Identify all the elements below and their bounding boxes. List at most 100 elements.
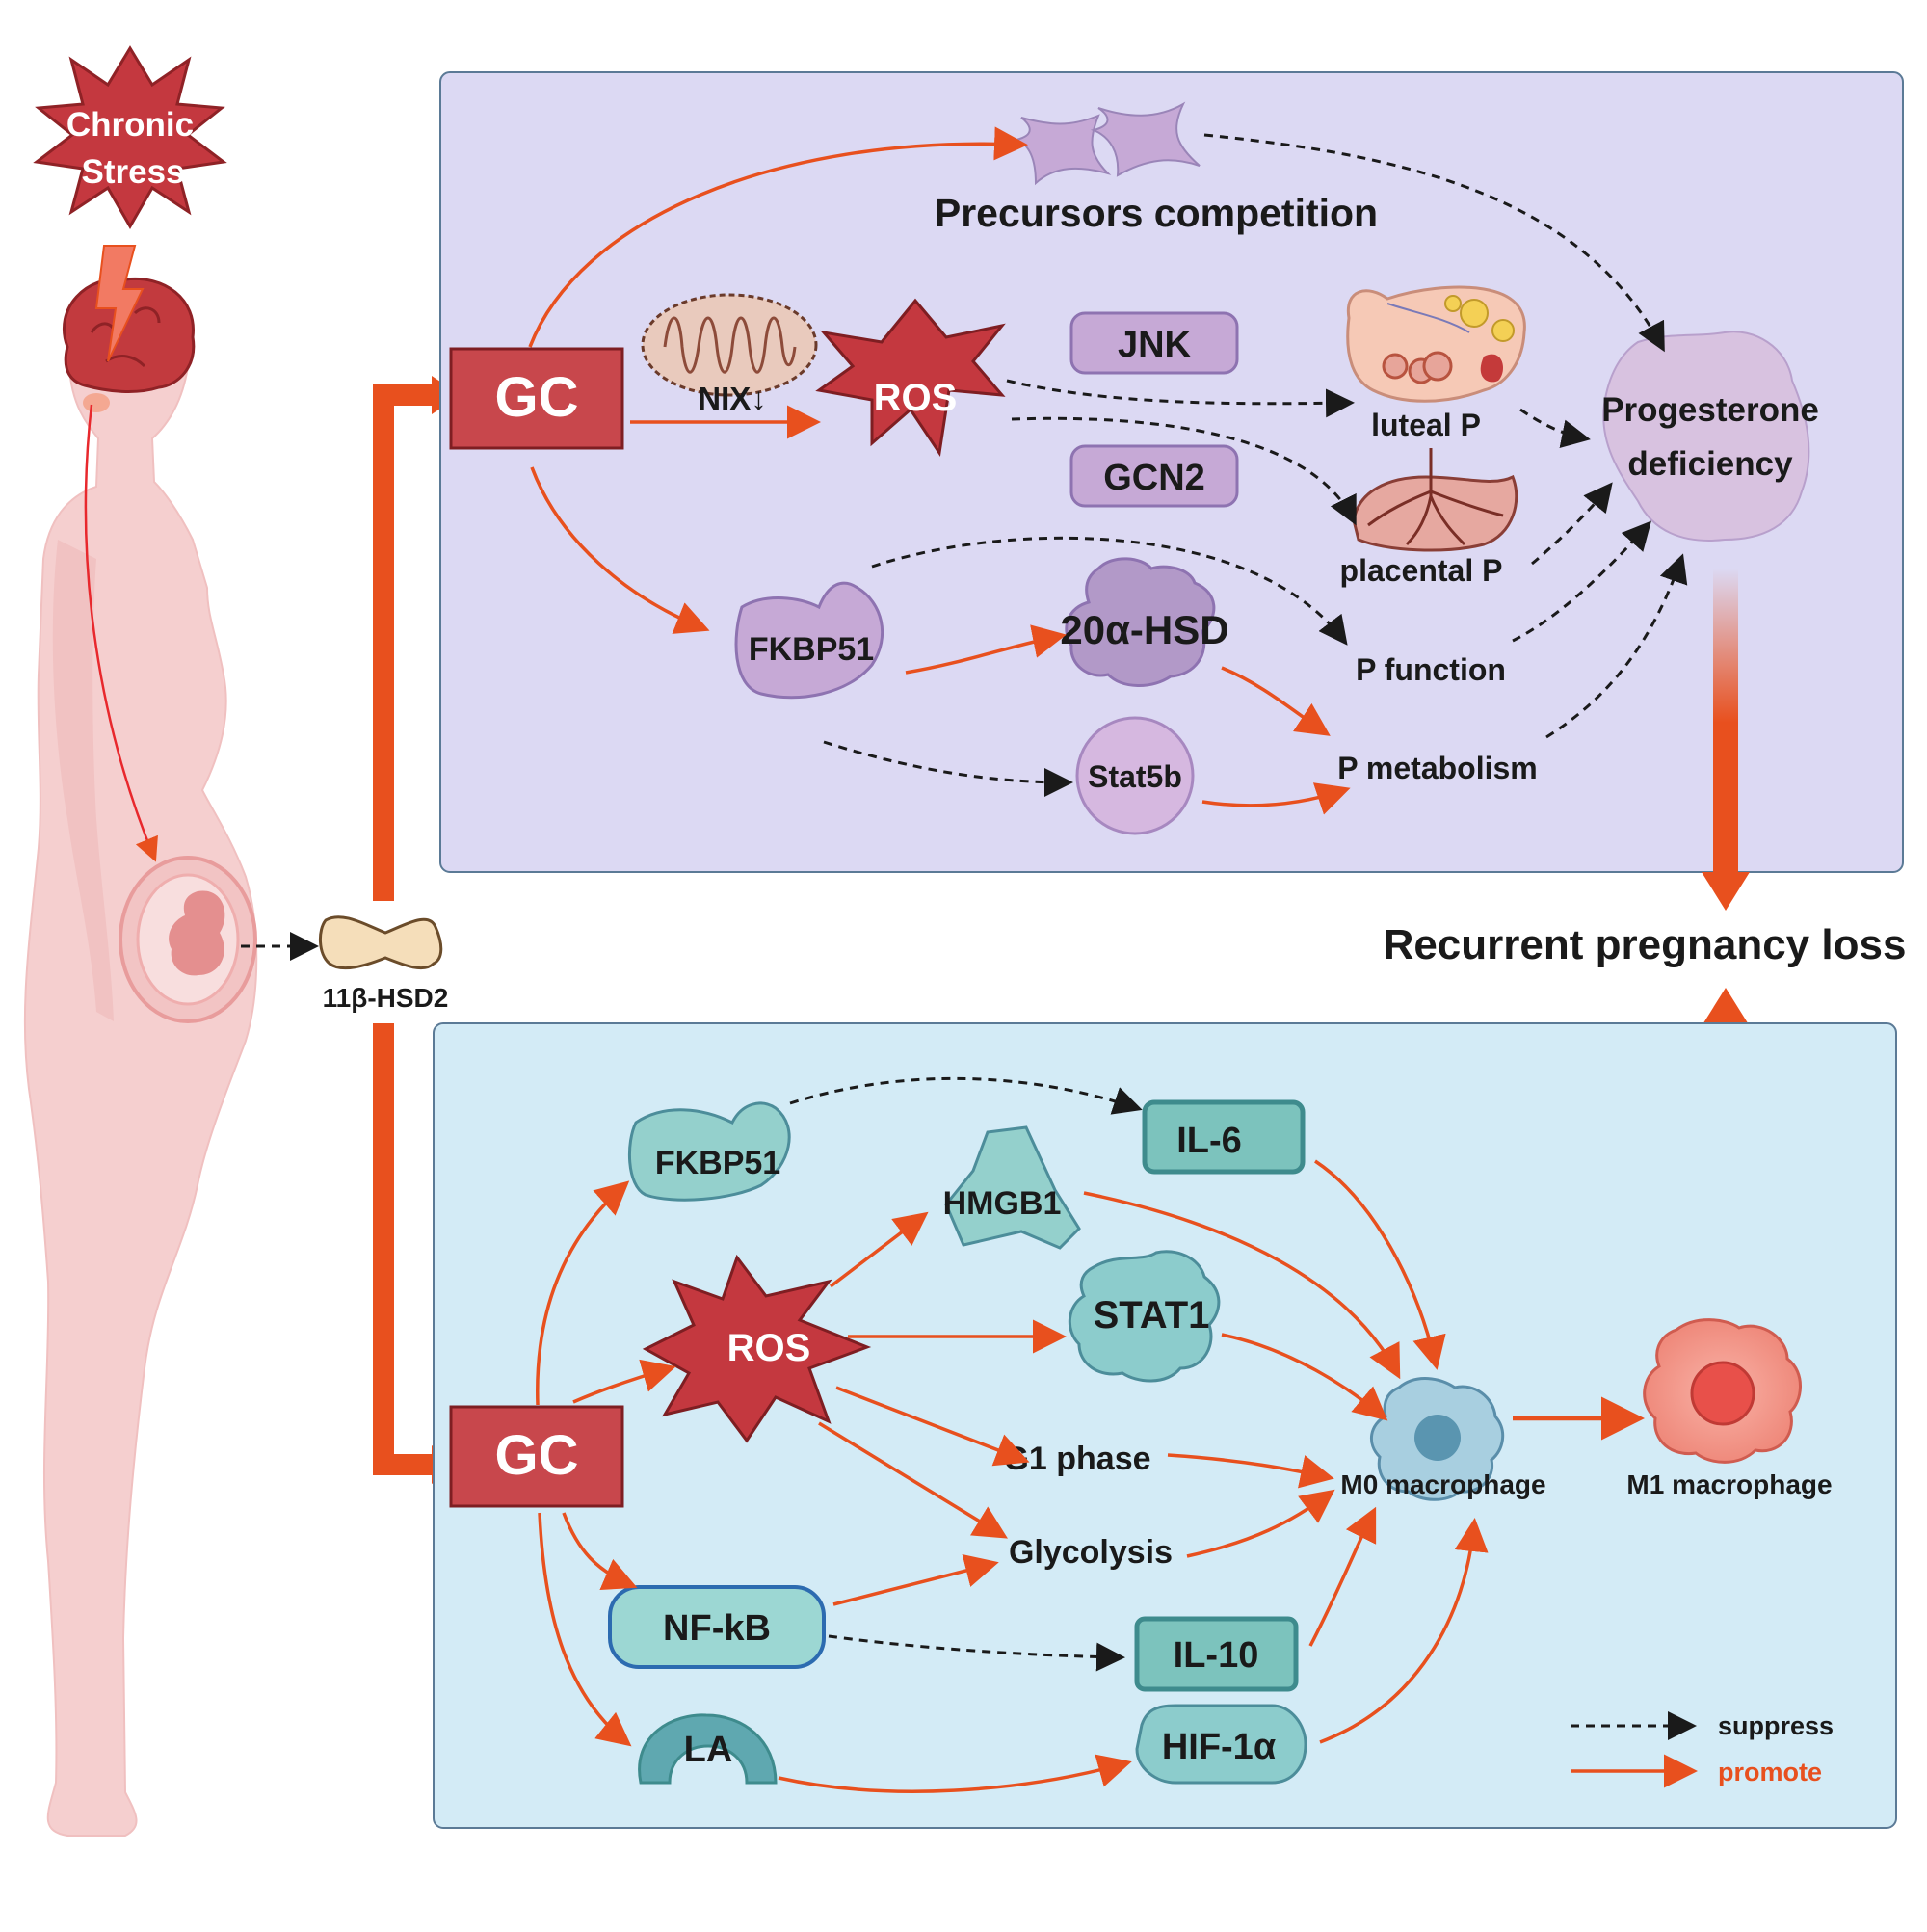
il10-box xyxy=(1134,1616,1299,1692)
placenta-body xyxy=(1352,474,1518,552)
arrow-hmgb1-m0 xyxy=(1083,1191,1401,1380)
recurrent-pregnancy-loss-label: Recurrent pregnancy loss xyxy=(1384,921,1907,968)
hsd2-label: 11β-HSD2 xyxy=(323,983,449,1013)
arrow-g1-m0 xyxy=(1167,1453,1334,1489)
arrow-hif1a-m0 xyxy=(1319,1518,1489,1744)
hsd20-label: 20α-HSD xyxy=(1060,607,1228,652)
arrow-stat5b-pmetabolism xyxy=(1201,782,1351,815)
arrow-ros-hmgb1 xyxy=(829,1211,929,1288)
gc-box-top xyxy=(449,347,624,450)
g1-phase-label: G1 phase xyxy=(1003,1441,1150,1477)
arrow-gc-fkbp51-bottom xyxy=(536,1180,630,1406)
ros-starburst-top xyxy=(815,298,1006,458)
arrow-il6-m0 xyxy=(1314,1159,1446,1370)
la-label: LA xyxy=(684,1730,733,1770)
nix-label: NIX↓ xyxy=(698,381,767,416)
gc-label-top: GC xyxy=(495,366,579,429)
stat1-label: STAT1 xyxy=(1094,1294,1210,1337)
glycolysis-label: Glycolysis xyxy=(1009,1534,1173,1571)
arrow-gc-nfkb xyxy=(562,1512,638,1591)
arrow-la-hif1a xyxy=(778,1754,1132,1793)
top-panel: GC Precursors competition NIX↓ ROS JNK G… xyxy=(439,71,1904,873)
hif1a-shape xyxy=(1135,1704,1307,1785)
chronic-stress-starburst xyxy=(33,45,227,230)
arrow-ros-g1 xyxy=(835,1386,1030,1467)
p-function-label: P function xyxy=(1356,652,1506,687)
ovary-vessel xyxy=(1386,303,1470,333)
arrow-placental-progesterone xyxy=(1531,482,1613,566)
fkbp51-shape-top xyxy=(734,581,884,700)
arm-silhouette xyxy=(52,540,114,1021)
ros-label-bottom: ROS xyxy=(727,1327,811,1369)
il6-label: IL-6 xyxy=(1176,1121,1242,1161)
fkbp51-label-bottom: FKBP51 xyxy=(655,1145,780,1181)
hmgb1-label: HMGB1 xyxy=(943,1185,1062,1222)
fkbp51-label-top: FKBP51 xyxy=(749,631,874,668)
arrow-precursors-progesterone xyxy=(1203,133,1665,353)
corpus-luteum-icon-3 xyxy=(1444,295,1462,312)
il6-box xyxy=(1142,1099,1306,1175)
lightning-icon xyxy=(94,245,145,362)
m0-macrophage-label: M0 macrophage xyxy=(1340,1469,1545,1499)
il10-label: IL-10 xyxy=(1174,1635,1259,1676)
pregnant-woman-illustration: Chronic Stress xyxy=(23,45,258,1837)
brain-to-womb-arrow xyxy=(84,404,158,862)
hmgb1-shape xyxy=(944,1125,1081,1250)
luteal-p-label: luteal P xyxy=(1371,408,1481,442)
chronic-stress-label-1: Chronic xyxy=(66,106,194,144)
pituitary-icon xyxy=(83,393,110,412)
arrow-fkbp51-pfunction xyxy=(871,536,1348,646)
arrow-gc-precursors xyxy=(528,126,1028,348)
fkbp51-shape-bottom xyxy=(627,1101,791,1202)
ruptured-follicle-icon xyxy=(1480,354,1503,383)
jnk-label: JNK xyxy=(1118,325,1192,365)
ovary-illustration xyxy=(1346,285,1526,403)
precursor-shape-2 xyxy=(1090,101,1201,177)
p-metabolism-label: P metabolism xyxy=(1337,751,1537,785)
arrow-fkbp51-hsd20 xyxy=(905,624,1067,675)
m0-macrophage-nucleus xyxy=(1414,1415,1461,1461)
hif1a-label: HIF-1α xyxy=(1162,1727,1276,1767)
gcn2-label: GCN2 xyxy=(1103,458,1205,498)
precursors-competition-label: Precursors competition xyxy=(935,191,1378,235)
progesterone-deficiency-blob xyxy=(1602,331,1810,542)
arrow-stat1-m0 xyxy=(1221,1333,1388,1421)
bottom-panel: GC FKBP51 IL-6 HMGB1 ROS STAT1 G1 phase … xyxy=(433,1022,1897,1829)
fetus-icon xyxy=(169,890,225,976)
legend-suppress-label: suppress xyxy=(1718,1711,1834,1740)
corpus-luteum-icon-2 xyxy=(1491,319,1515,342)
arrow-fkbp51-il6 xyxy=(789,1076,1143,1115)
stat1-shape xyxy=(1068,1250,1221,1383)
stat5b-circle xyxy=(1075,716,1195,835)
arrow-gc-ros-bottom xyxy=(572,1359,676,1404)
follicle-icon-3 xyxy=(1422,351,1453,382)
arrow-m1-rpl-head xyxy=(1702,988,1750,1026)
placental-p-label: placental P xyxy=(1340,553,1503,588)
la-shape xyxy=(638,1713,778,1785)
arrow-il10-m0 xyxy=(1308,1506,1377,1647)
arrow-nfkb-il10 xyxy=(828,1634,1125,1672)
ovary-body xyxy=(1346,285,1526,403)
m1-macrophage-nucleus xyxy=(1690,1361,1755,1426)
hsd2-enzyme-icon xyxy=(319,915,443,970)
arrow-progesterone-rpl-shaft xyxy=(1713,569,1738,877)
ros-label-top: ROS xyxy=(874,377,958,419)
arrow-progesterone-rpl-head xyxy=(1702,872,1750,911)
progesterone-label-1: Progesterone xyxy=(1601,391,1819,429)
hsd20-blob xyxy=(1065,557,1216,687)
mitochondrion-cristae xyxy=(663,316,797,374)
arrow-glycolysis-m0 xyxy=(1186,1489,1335,1558)
chronic-stress-label-2: Stress xyxy=(81,153,184,191)
arrow-ros-luteal xyxy=(1006,379,1355,418)
legend: suppress promote xyxy=(1571,1711,1834,1788)
jnk-box xyxy=(1069,311,1239,375)
arrow-hsd20-pmetabolism xyxy=(1221,666,1331,736)
arrow-nfkb-glycolysis xyxy=(832,1553,999,1606)
main-arrow-up xyxy=(373,384,438,901)
arrow-gc-fkbp51-top xyxy=(530,466,710,634)
stat5b-label: Stat5b xyxy=(1088,759,1182,794)
nfkb-box xyxy=(608,1585,826,1669)
corpus-luteum-icon-1 xyxy=(1460,299,1489,328)
